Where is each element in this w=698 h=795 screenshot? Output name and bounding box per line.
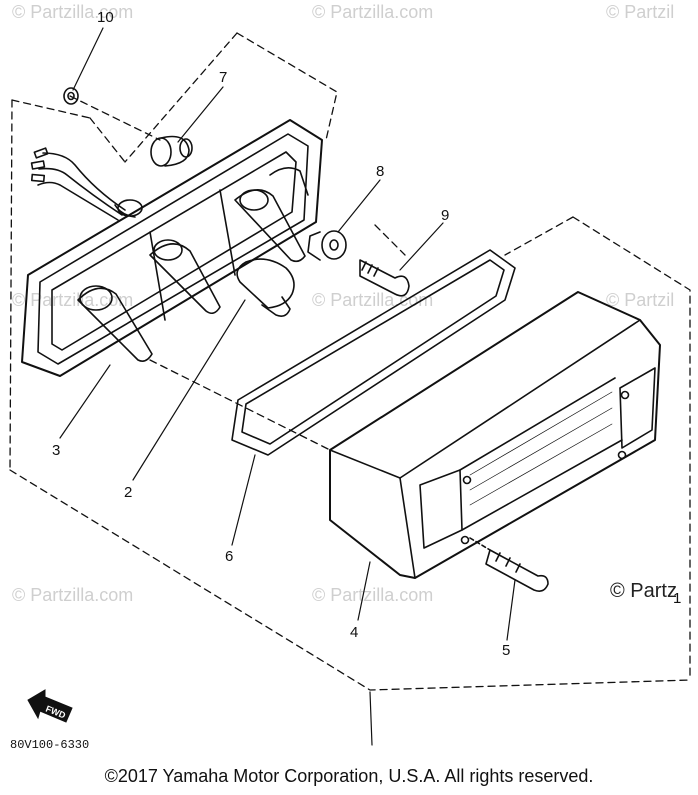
callout-4: 4 (350, 624, 358, 641)
watermark: © Partzilla.com (12, 290, 134, 310)
part-7-grommet (150, 135, 193, 167)
callout-8: 8 (376, 163, 384, 180)
watermark: © Partzilla.com (312, 2, 434, 22)
lamp-base-housing (21, 119, 323, 377)
callout-3: 3 (52, 442, 60, 459)
part-8-spacer (307, 230, 347, 261)
watermark: © Partzil (606, 290, 675, 310)
callout-10: 10 (97, 9, 114, 26)
watermark: © Partzilla.com (12, 2, 134, 22)
callout-2: 2 (124, 484, 132, 501)
watermark: © Partzil (606, 2, 675, 22)
callout-6: 6 (225, 548, 233, 565)
part-6-gasket (231, 249, 516, 456)
callout-5: 5 (502, 642, 510, 659)
front-arrow-icon: FWD (27, 689, 73, 723)
callout-9: 9 (441, 207, 449, 224)
part-4-lens (329, 291, 661, 579)
part-2-bulb (236, 258, 295, 317)
drawing-code: 80V100-6330 (10, 738, 90, 752)
watermark-right-edge: © Partz (610, 580, 677, 602)
part-10-nut (63, 87, 79, 105)
watermark: © Partzilla.com (312, 585, 434, 605)
callout-1: 1 (673, 590, 681, 607)
callout-7: 7 (219, 69, 227, 86)
part-9-bolt (359, 259, 410, 297)
copyright-notice: ©2017 Yamaha Motor Corporation, U.S.A. A… (104, 766, 594, 786)
leader-lines (59, 27, 516, 746)
assembly-outline (9, 32, 691, 691)
watermark: © Partzilla.com (12, 585, 134, 605)
part-5-screw (469, 537, 549, 592)
